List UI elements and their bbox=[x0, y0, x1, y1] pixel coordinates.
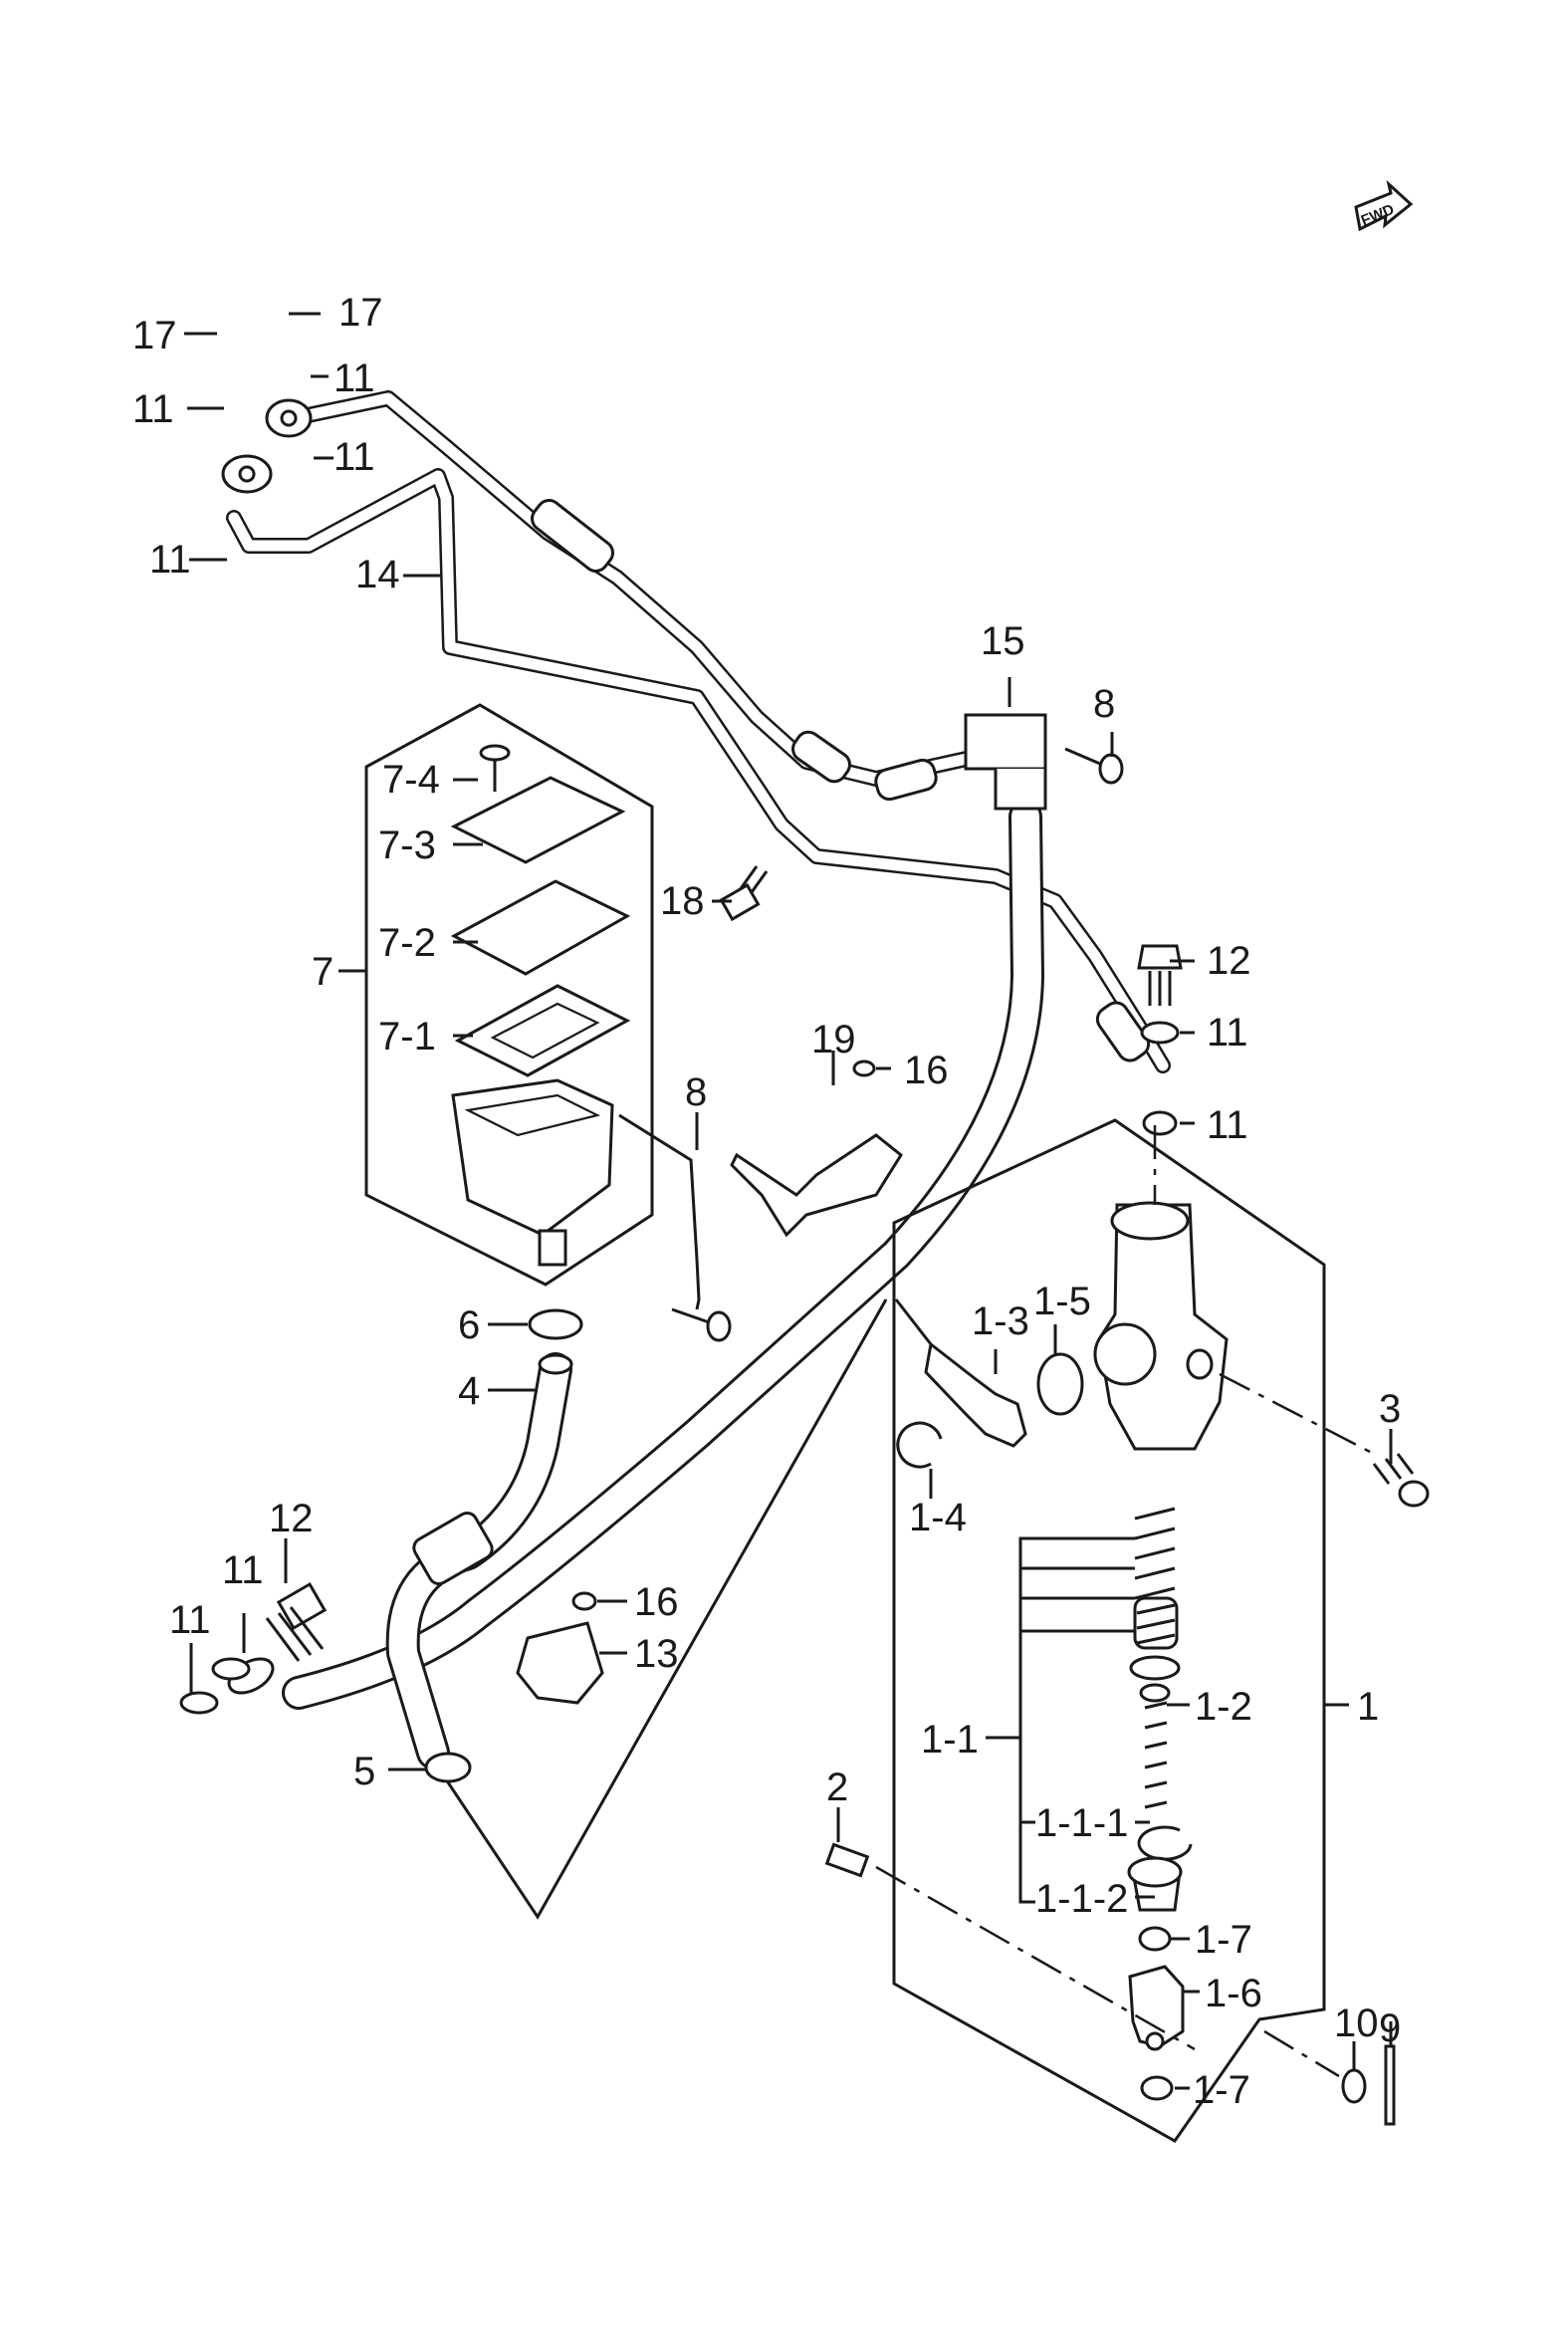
callout-9: 9 bbox=[1379, 2006, 1401, 2050]
master-cylinder-box bbox=[892, 1118, 1326, 2143]
callout-11-b: 11 bbox=[132, 387, 174, 431]
washer-10-icon bbox=[1341, 2068, 1367, 2104]
leader-lines bbox=[184, 312, 1393, 2090]
nut-1-7-lower bbox=[1140, 2075, 1174, 2101]
spring bbox=[1134, 1507, 1176, 1620]
callout-5: 5 bbox=[353, 1750, 375, 1793]
callout-11-d: 11 bbox=[149, 538, 191, 582]
union-joint-15 bbox=[964, 713, 1047, 811]
washer-1-2 bbox=[1129, 1655, 1181, 1681]
callout-11-a: 11 bbox=[334, 356, 375, 400]
callout-1-5: 1-5 bbox=[1033, 1280, 1091, 1323]
callout-17-left: 17 bbox=[132, 314, 177, 357]
callout-18: 18 bbox=[660, 879, 705, 923]
callout-7-1: 7-1 bbox=[378, 1015, 436, 1058]
callout-8-lower: 8 bbox=[685, 1070, 707, 1114]
callout-11-f: 11 bbox=[1207, 1103, 1248, 1147]
callout-1-1-2: 1-1-2 bbox=[1035, 1877, 1128, 1921]
banjo-bolt-12-right-icon bbox=[1137, 944, 1183, 1136]
reservoir-body bbox=[451, 1078, 614, 1237]
screw-16-upper-icon bbox=[852, 1059, 876, 1077]
reservoir-cap-7-3 bbox=[450, 776, 626, 864]
bolt-8-icon-lower bbox=[671, 1307, 732, 1342]
callout-1-1-1: 1-1-1 bbox=[1035, 1801, 1128, 1845]
circlip-1-1-1 bbox=[1137, 1825, 1193, 1861]
callout-7-4: 7-4 bbox=[382, 758, 440, 802]
callout-11-e: 11 bbox=[1207, 1011, 1248, 1055]
cotter-pin-9-icon bbox=[1384, 2044, 1396, 2126]
callout-15: 15 bbox=[981, 619, 1025, 663]
callout-1-7-lower: 1-7 bbox=[1193, 2068, 1250, 2112]
callout-10: 10 bbox=[1334, 2001, 1379, 2045]
reservoir-assembly-box bbox=[364, 703, 654, 1287]
callout-1: 1 bbox=[1357, 1685, 1379, 1729]
o-ring-1-5 bbox=[1036, 1352, 1084, 1416]
pin-2-icon bbox=[824, 1842, 870, 1878]
fwd-arrow-icon: FWD bbox=[1354, 179, 1414, 232]
callout-19: 19 bbox=[811, 1018, 856, 1061]
callout-labels: 17 17 11 11 11 11 14 15 8 7-4 7-3 18 7-2… bbox=[132, 291, 1401, 2112]
callout-2: 2 bbox=[826, 1765, 848, 1809]
hose-clamp-5-icon bbox=[424, 1752, 472, 1783]
bolt-3-icon bbox=[1372, 1453, 1430, 1508]
callout-1-1: 1-1 bbox=[921, 1718, 979, 1762]
diaphragm-7-1 bbox=[454, 984, 631, 1077]
bolt-18-icon bbox=[719, 865, 769, 922]
callout-12-right: 12 bbox=[1207, 939, 1251, 983]
callout-16-lower: 16 bbox=[634, 1580, 679, 1624]
brake-pipe-14 bbox=[226, 390, 1171, 1073]
callout-1-2: 1-2 bbox=[1195, 1685, 1252, 1729]
callout-6: 6 bbox=[458, 1303, 480, 1347]
callout-8-upper: 8 bbox=[1093, 682, 1115, 726]
push-rod-1-2 bbox=[1144, 1701, 1168, 1809]
callout-14: 14 bbox=[355, 553, 400, 596]
screw-16-lower-icon bbox=[571, 1591, 597, 1611]
callout-16-upper: 16 bbox=[904, 1049, 949, 1092]
reservoir-hose-4 bbox=[385, 1352, 572, 1769]
elbow-fitting-1-3 bbox=[924, 1341, 1027, 1448]
callout-1-6: 1-6 bbox=[1205, 1972, 1262, 2015]
hose-clamp-6-icon bbox=[528, 1308, 583, 1375]
callout-1-4: 1-4 bbox=[909, 1496, 967, 1539]
callout-7-3: 7-3 bbox=[378, 823, 436, 867]
diaphragm-plate-7-2 bbox=[450, 879, 631, 976]
callout-11-g: 11 bbox=[222, 1548, 264, 1592]
nut-1-7-upper bbox=[1138, 1926, 1172, 1952]
circlip-1-4 bbox=[896, 1421, 943, 1469]
callout-17-right: 17 bbox=[338, 291, 383, 335]
clevis-1-6 bbox=[1128, 1965, 1185, 2048]
callout-13: 13 bbox=[634, 1632, 679, 1676]
callout-7: 7 bbox=[312, 950, 334, 994]
banjo-bolt-12-left-icon bbox=[179, 1581, 328, 1715]
callout-7-2: 7-2 bbox=[378, 921, 436, 965]
callout-1-7-upper: 1-7 bbox=[1195, 1918, 1252, 1962]
callout-12-left: 12 bbox=[269, 1497, 314, 1540]
callout-4: 4 bbox=[458, 1369, 480, 1413]
callout-3: 3 bbox=[1379, 1387, 1401, 1431]
screw-7-4-icon bbox=[479, 744, 511, 792]
switch-13 bbox=[516, 1621, 604, 1705]
callout-11-h: 11 bbox=[169, 1598, 211, 1642]
bracket-19 bbox=[730, 1133, 903, 1238]
callout-11-c: 11 bbox=[334, 435, 375, 479]
banjo-fittings-top bbox=[221, 398, 313, 494]
callout-1-3: 1-3 bbox=[972, 1299, 1029, 1343]
